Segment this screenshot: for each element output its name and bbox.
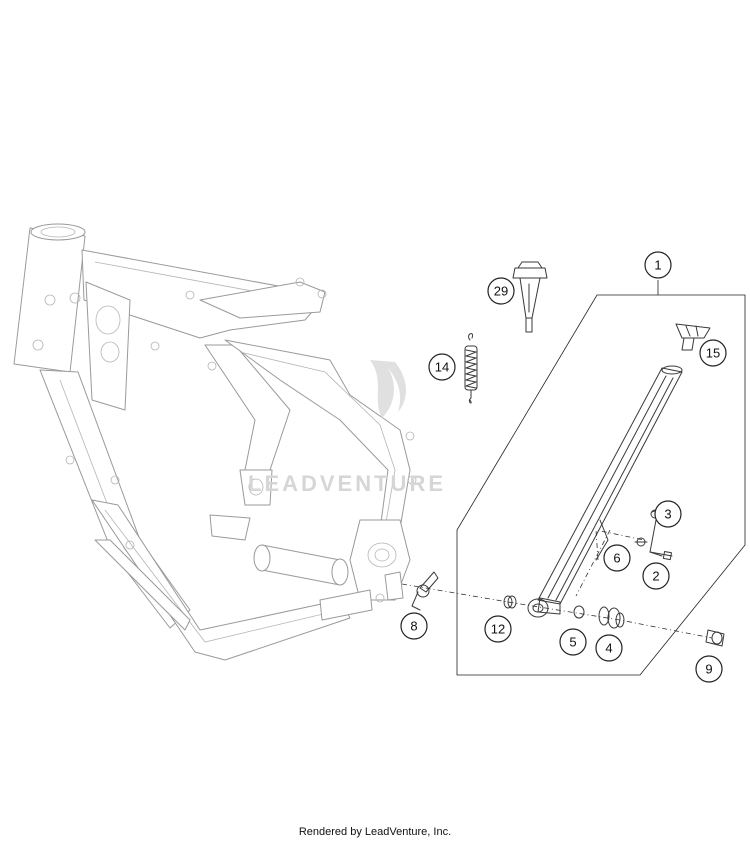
callout-6: 6: [603, 544, 631, 572]
part-1-side-stand-box: [456, 280, 746, 676]
part-9-bolt: [705, 629, 725, 647]
watermark-logo: LEADVENTURE: [248, 360, 446, 496]
callout-2: 2: [642, 562, 670, 590]
svg-text:6: 6: [613, 551, 620, 566]
svg-text:15: 15: [706, 346, 720, 361]
callout-1: 1: [644, 251, 672, 279]
part-14-spring: [464, 333, 478, 404]
callout-14: 14: [428, 353, 456, 381]
callout-8: 8: [400, 612, 428, 640]
footer-credit: Rendered by LeadVenture, Inc.: [298, 826, 452, 838]
callout-15: 15: [699, 339, 727, 367]
svg-text:1: 1: [654, 258, 661, 273]
part-4-bushing: [598, 606, 625, 629]
part-29-stand-key: [512, 261, 548, 333]
watermark-text: LEADVENTURE: [248, 471, 446, 496]
callout-4: 4: [595, 634, 623, 662]
callout-12: 12: [484, 615, 512, 643]
svg-text:4: 4: [605, 641, 612, 656]
svg-text:29: 29: [494, 284, 508, 299]
callout-3: 3: [654, 500, 682, 528]
svg-text:3: 3: [664, 507, 671, 522]
svg-text:8: 8: [410, 619, 417, 634]
svg-text:5: 5: [569, 635, 576, 650]
part-6-clip: [634, 537, 648, 547]
part-12-washer: [503, 595, 517, 609]
svg-text:9: 9: [705, 662, 712, 677]
assembly-lines: [401, 529, 713, 639]
svg-text:12: 12: [491, 622, 505, 637]
part-5-washer: [573, 605, 585, 619]
callout-9: 9: [695, 655, 723, 683]
motorcycle-frame: [13, 223, 417, 661]
callout-5: 5: [559, 628, 587, 656]
part-2-bolt: [649, 551, 673, 561]
part-15-rubber-foot: [675, 323, 711, 351]
callout-29: 29: [487, 277, 515, 305]
svg-text:2: 2: [652, 569, 659, 584]
svg-text:14: 14: [435, 360, 449, 375]
part-8-switch: [411, 571, 439, 611]
